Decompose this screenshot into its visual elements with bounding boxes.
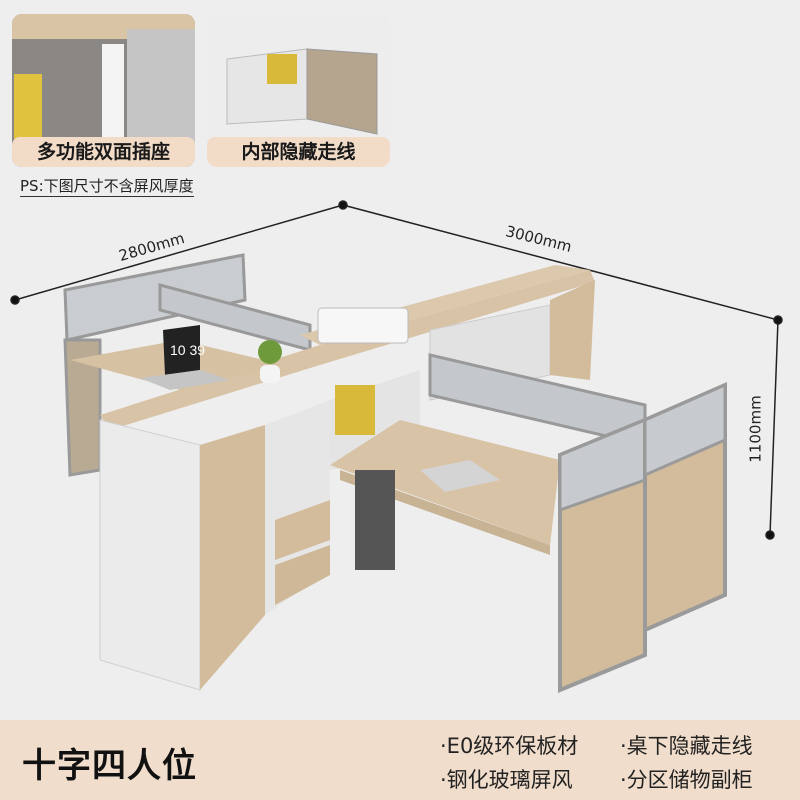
inset-label-wiring: 内部隐藏走线 <box>207 137 390 167</box>
plant <box>258 340 282 364</box>
power-socket-icon <box>102 44 124 139</box>
right-laptop <box>420 460 500 492</box>
feature-item: ·E0级环保板材 <box>440 734 579 758</box>
screen-panels <box>63 253 312 477</box>
inset-label-socket: 多功能双面插座 <box>12 137 195 167</box>
left-cabinet <box>99 419 201 691</box>
printer <box>317 307 409 344</box>
dimension-lines <box>10 200 783 540</box>
left-laptop: 10 39 <box>140 325 230 390</box>
pc-tower <box>355 470 395 570</box>
feature-band: 十字四人位 ·E0级环保板材 ·桌下隐藏走线 ·钢化玻璃屏风 ·分区储物副柜 <box>0 720 800 800</box>
dimension-note: PS:下图尺寸不含屏风厚度 <box>20 177 194 197</box>
laptop-clock: 10 39 <box>170 342 205 358</box>
inset-socket: 多功能双面插座 <box>12 14 195 167</box>
feature-item: ·分区储物副柜 <box>620 768 753 792</box>
product-title: 十字四人位 <box>22 746 197 786</box>
long-desktop <box>100 270 595 430</box>
inset-wiring: 内部隐藏走线 <box>207 14 390 167</box>
feature-item: ·桌下隐藏走线 <box>620 734 753 758</box>
feature-item: ·钢化玻璃屏风 <box>440 768 573 792</box>
dimension-height: 1100mm <box>746 395 765 463</box>
